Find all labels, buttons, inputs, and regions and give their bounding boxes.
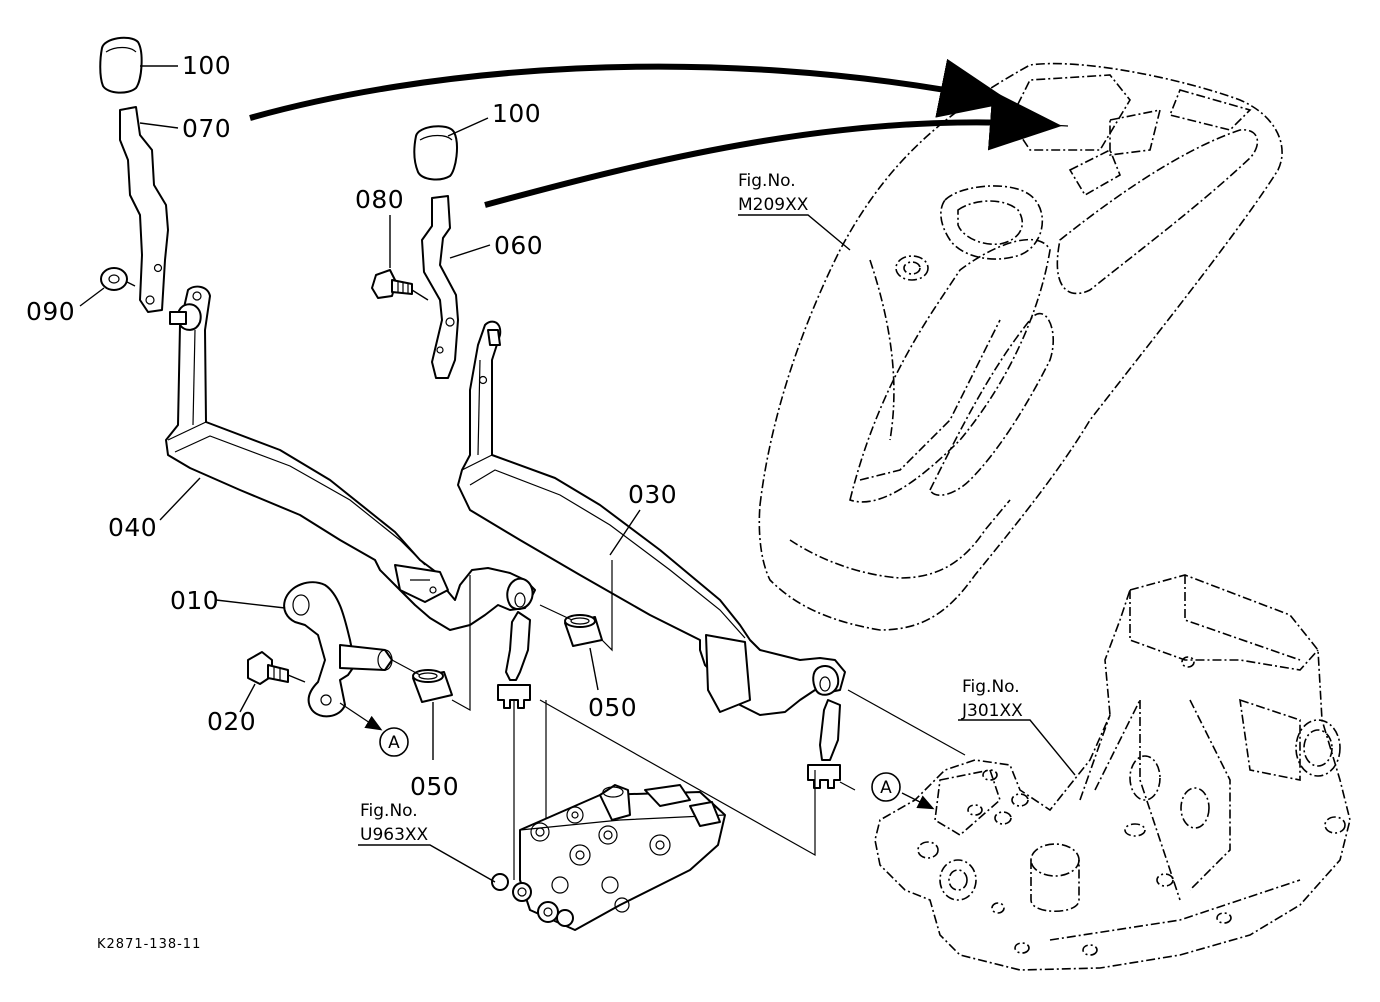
ref-u963-prefix: Fig.No.: [360, 801, 418, 821]
control-valve: [491, 784, 726, 931]
label-080: 080: [355, 185, 404, 214]
label-020: 020: [207, 707, 256, 736]
bushing-050-b: [564, 614, 603, 647]
diagram-code: K2871-138-11: [97, 937, 201, 952]
mount-arrow-lower: [484, 90, 1062, 208]
leader-lines: [79, 65, 1076, 883]
lever-060: [421, 195, 459, 379]
ref-j301-code: J301XX: [961, 701, 1023, 721]
ref-m209-prefix: Fig.No.: [738, 171, 796, 191]
knob-100-right: [413, 125, 458, 181]
fender-console-outline: [758, 62, 1283, 631]
lever-070: [119, 106, 169, 313]
svg-text:A: A: [388, 733, 400, 753]
lever-030: [457, 320, 846, 789]
bushing-050-a: [412, 669, 453, 703]
svg-text:A: A: [880, 778, 892, 798]
lever-040: [165, 285, 536, 709]
ref-j301-prefix: Fig.No.: [962, 677, 1020, 697]
label-030: 030: [628, 480, 677, 509]
label-050-left: 050: [410, 772, 459, 801]
knob-100-left: [99, 36, 143, 94]
washer-090: [100, 267, 128, 291]
mount-arrow-upper: [249, 58, 1012, 121]
label-100-left: 100: [182, 51, 231, 80]
label-050-right: 050: [588, 693, 637, 722]
ref-m209-code: M209XX: [738, 195, 809, 215]
bolt-020: [247, 651, 289, 685]
label-100-right: 100: [492, 99, 541, 128]
label-090: 090: [26, 297, 75, 326]
hydraulic-housing: [874, 574, 1351, 971]
arm-010: [283, 581, 393, 718]
marker-a-left: A: [379, 727, 409, 757]
ref-u963-code: U963XX: [360, 825, 429, 845]
label-040: 040: [108, 513, 157, 542]
label-010: 010: [170, 586, 219, 615]
marker-a-right: A: [871, 772, 901, 802]
label-060: 060: [494, 231, 543, 260]
bolt-080: [371, 269, 413, 299]
label-070: 070: [182, 114, 231, 143]
